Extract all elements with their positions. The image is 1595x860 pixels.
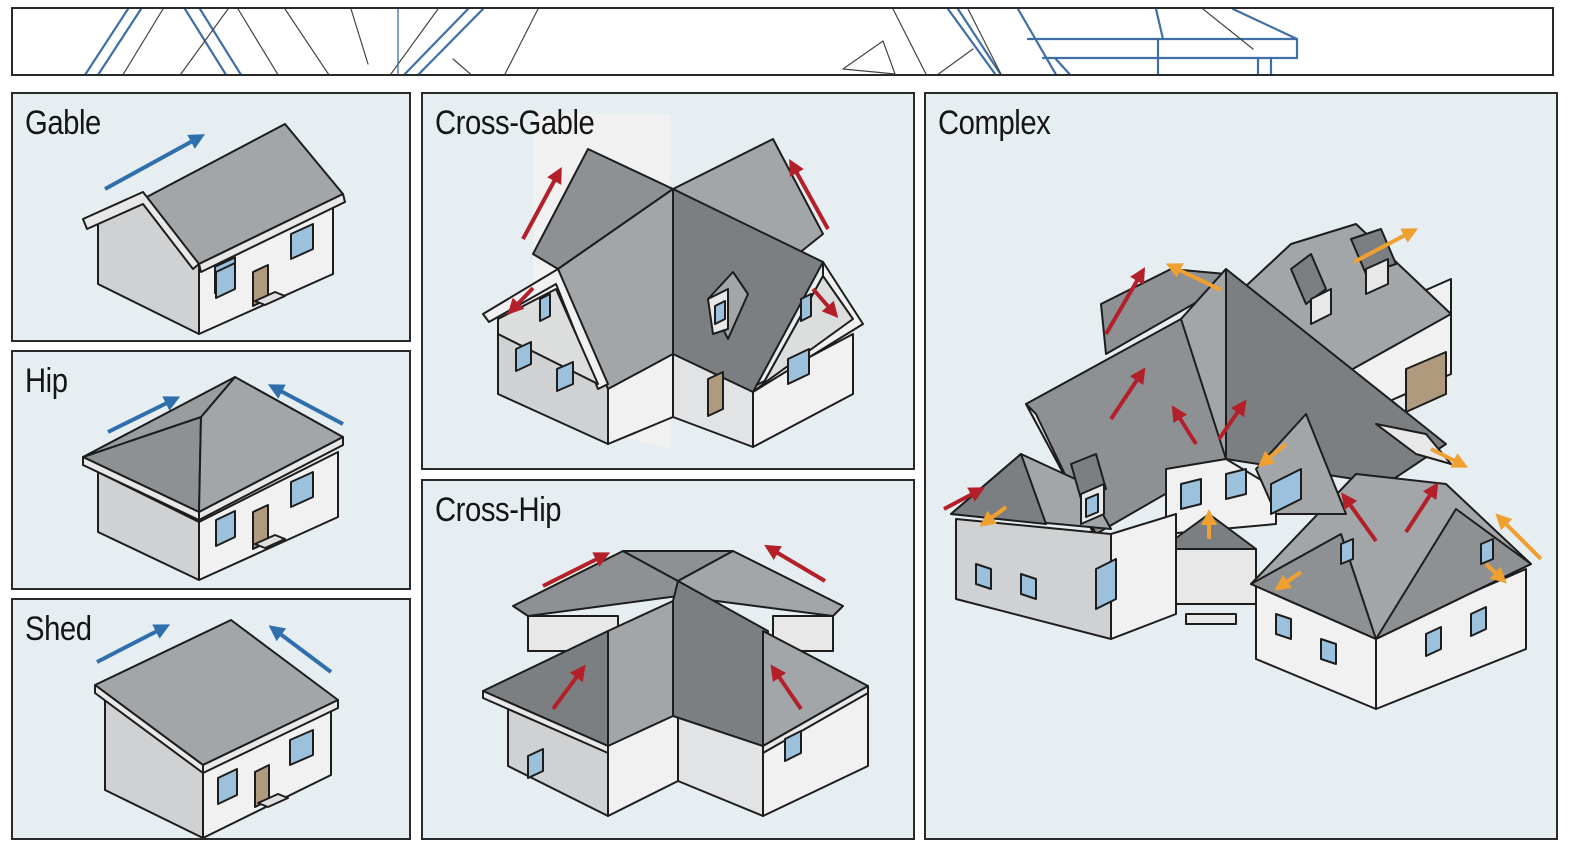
roof-direction-arrow xyxy=(268,625,333,674)
roof-direction-arrow xyxy=(1171,405,1198,446)
panel-title-cross-gable: Cross-Gable xyxy=(435,104,595,142)
shed-house-illustration xyxy=(94,619,339,838)
roof-direction-arrow xyxy=(1404,482,1439,534)
blueprint-banner xyxy=(11,7,1554,76)
hip-house-illustration xyxy=(82,376,344,581)
complex-house-illustration xyxy=(943,223,1543,710)
panel-shed: Shed xyxy=(11,598,411,840)
roof-direction-arrow xyxy=(267,384,344,426)
roof-direction-arrow xyxy=(943,487,986,511)
roof-direction-arrow xyxy=(1109,367,1146,421)
cross-hip-house-illustration xyxy=(482,544,869,817)
roof-direction-arrow xyxy=(1353,228,1419,264)
panel-title-shed: Shed xyxy=(25,610,92,648)
roof-direction-arrow xyxy=(1484,562,1507,584)
panel-complex: Complex xyxy=(924,92,1558,840)
panel-cross-hip: Cross-Hip xyxy=(421,479,915,840)
roof-direction-arrow xyxy=(1274,570,1303,591)
roof-direction-arrow xyxy=(979,505,1008,527)
roof-direction-arrow xyxy=(764,544,827,583)
roof-direction-arrow xyxy=(96,624,171,664)
roof-direction-arrow xyxy=(107,396,181,434)
panel-title-complex: Complex xyxy=(938,104,1051,142)
gable-house-illustration xyxy=(82,123,346,335)
panel-title-gable: Gable xyxy=(25,104,101,142)
roof-direction-arrow xyxy=(1165,263,1222,292)
cross-gable-house-illustration xyxy=(482,114,864,449)
panel-hip: Hip xyxy=(11,350,411,590)
roof-direction-arrow xyxy=(1217,399,1247,441)
roof-direction-arrow xyxy=(770,664,803,711)
roof-direction-arrow xyxy=(507,286,535,315)
roof-direction-arrow xyxy=(104,134,206,191)
roof-direction-arrow xyxy=(542,552,611,588)
blueprint-lines-illustration xyxy=(84,9,1299,74)
panel-title-cross-hip: Cross-Hip xyxy=(435,491,562,529)
roof-direction-arrow xyxy=(1341,492,1378,543)
roof-direction-arrow xyxy=(1495,513,1543,561)
panel-title-hip: Hip xyxy=(25,362,68,400)
roof-direction-arrow xyxy=(551,664,586,711)
roof-direction-arrow xyxy=(1430,447,1469,468)
panel-cross-gable: Cross-Gable xyxy=(421,92,915,470)
roof-direction-arrow xyxy=(1257,442,1288,468)
roof-direction-arrow xyxy=(811,287,839,319)
roof-direction-arrow xyxy=(789,159,830,230)
roof-direction-arrow xyxy=(521,166,562,240)
panel-gable: Gable xyxy=(11,92,411,342)
roof-direction-arrow xyxy=(1104,267,1146,336)
